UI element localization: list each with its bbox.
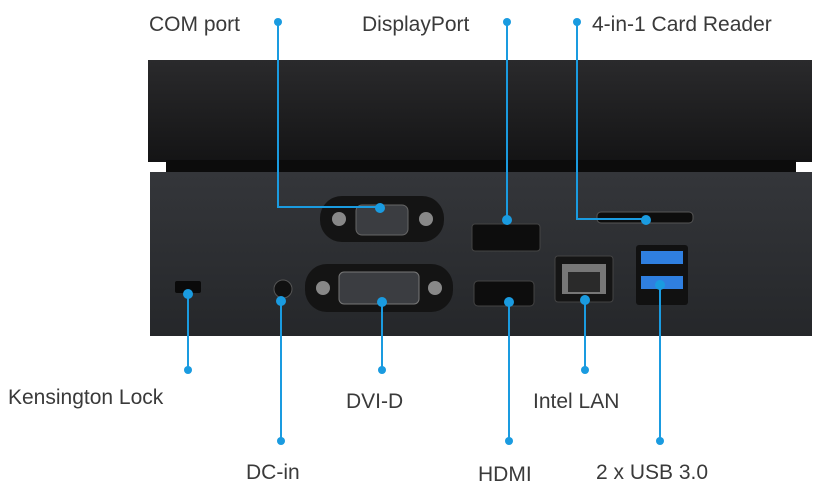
device-gap (166, 160, 796, 174)
usb-connectors (636, 245, 688, 305)
callout-lan (580, 295, 590, 374)
mini-pc-device (148, 60, 812, 336)
dc-in-jack (273, 279, 293, 299)
label-com-port: COM port (149, 13, 240, 36)
callout-usb (655, 280, 665, 445)
callout-displayport (502, 18, 512, 225)
kensington-slot (175, 281, 201, 293)
label-displayport: DisplayPort (362, 13, 470, 36)
label-usb: 2 x USB 3.0 (596, 461, 708, 484)
device-rear-panel (150, 172, 812, 336)
callout-dvi-d (377, 297, 387, 374)
lan-connector (554, 255, 614, 303)
label-kensington-lock: Kensington Lock (8, 386, 164, 409)
callout-hdmi (504, 297, 514, 445)
label-dvi-d: DVI-D (346, 390, 403, 413)
callout-dc-in (276, 296, 286, 445)
device-top-cover (148, 60, 812, 162)
displayport-connector (471, 223, 541, 252)
dvi-d-connector (305, 264, 453, 312)
hdmi-connector (473, 280, 535, 307)
label-dc-in: DC-in (246, 461, 300, 484)
callout-com-port (274, 18, 385, 213)
callout-kensington (183, 289, 193, 374)
label-intel-lan: Intel LAN (533, 390, 619, 413)
label-card-reader: 4-in-1 Card Reader (592, 13, 772, 36)
com-port-connector (320, 196, 444, 242)
callout-card-reader (573, 18, 651, 225)
label-hdmi: HDMI (478, 463, 532, 486)
